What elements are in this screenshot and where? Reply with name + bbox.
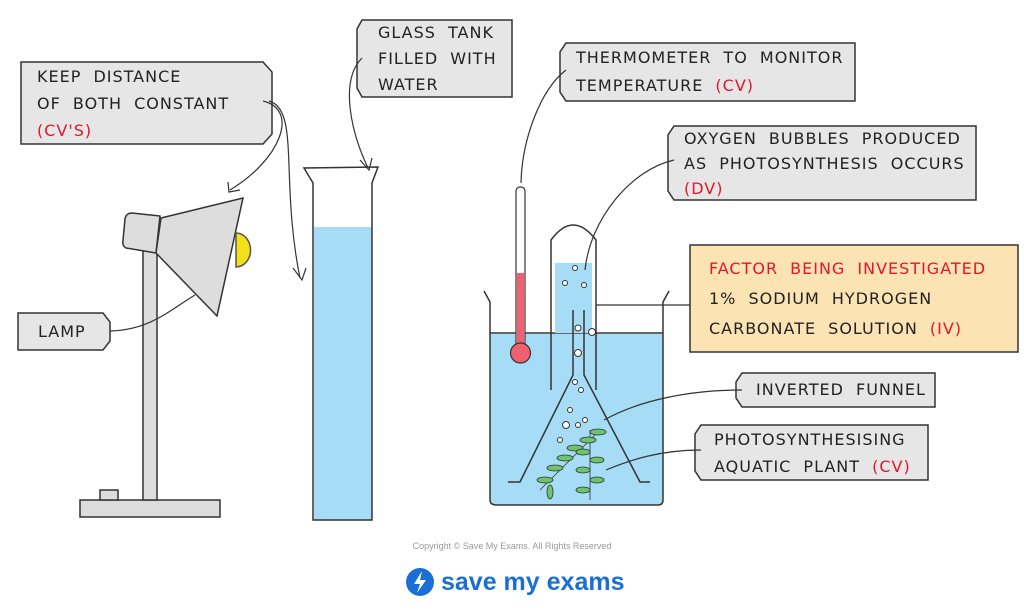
glass-tank-line2: FILLED WITH: [378, 49, 497, 68]
keep-distance-line1: KEEP DISTANCE: [37, 67, 182, 86]
funnel-box: [735, 372, 936, 408]
glass-tank-box: [356, 19, 513, 98]
keep-distance-line2: OF BOTH CONSTANT: [37, 94, 230, 113]
factor-line1: 1% SODIUM HYDROGEN: [709, 289, 933, 308]
lamp: [79, 196, 252, 518]
logo-text: save my exams: [441, 567, 625, 596]
arrows: [109, 57, 743, 471]
glass-tank-line3: WATER: [378, 75, 439, 94]
oxygen-box: [667, 125, 977, 201]
thermometer-tag: (CV): [715, 76, 755, 95]
thermometer-box: [559, 42, 856, 102]
plant-line2: AQUATIC PLANT: [714, 457, 861, 476]
thermometer-label: THERMOMETER TO MONITOR TEMPERATURE (CV): [576, 44, 843, 100]
lightning-logo-icon: [406, 568, 434, 596]
plant-line1: PHOTOSYNTHESISING: [714, 430, 906, 449]
glass-tank-label: GLASS TANK FILLED WITH WATER: [378, 20, 497, 98]
lamp-box: [17, 312, 111, 351]
thermometer-line1: THERMOMETER TO MONITOR: [576, 48, 844, 67]
lamp-label: LAMP: [38, 322, 86, 341]
brand-logo: save my exams: [405, 566, 624, 598]
oxygen-label: OXYGEN BUBBLES PRODUCED AS PHOTOSYNTHESI…: [684, 126, 965, 201]
aquatic-plant: [536, 428, 607, 500]
funnel-label: INVERTED FUNNEL: [756, 380, 926, 399]
glass-tank: [302, 166, 380, 521]
keep-distance-label: KEEP DISTANCE OF BOTH CONSTANT (CV'S): [37, 63, 229, 144]
factor-box: [689, 244, 1019, 353]
factor-heading: FACTOR BEING INVESTIGATED: [709, 259, 987, 278]
keep-distance-box: [20, 61, 273, 145]
factor-tag: (IV): [929, 319, 963, 338]
oxygen-line1: OXYGEN BUBBLES PRODUCED: [684, 129, 961, 148]
keep-distance-tag: (CV'S): [37, 121, 93, 140]
copyright-text: Copyright © Save My Exams. All Rights Re…: [412, 541, 612, 551]
glass-tank-line1: GLASS TANK: [378, 23, 494, 42]
oxygen-tag: (DV): [684, 179, 724, 198]
plant-tag: (CV): [872, 457, 911, 476]
factor-line2: CARBONATE SOLUTION: [709, 319, 918, 338]
thermometer-line2: TEMPERATURE: [576, 76, 704, 95]
oxygen-line2: AS PHOTOSYNTHESIS OCCURS: [684, 154, 965, 173]
plant-box: [694, 424, 929, 481]
plant-label: PHOTOSYNTHESISING AQUATIC PLANT (CV): [714, 426, 911, 480]
factor-label: FACTOR BEING INVESTIGATED 1% SODIUM HYDR…: [709, 254, 986, 344]
beaker: [483, 186, 670, 506]
